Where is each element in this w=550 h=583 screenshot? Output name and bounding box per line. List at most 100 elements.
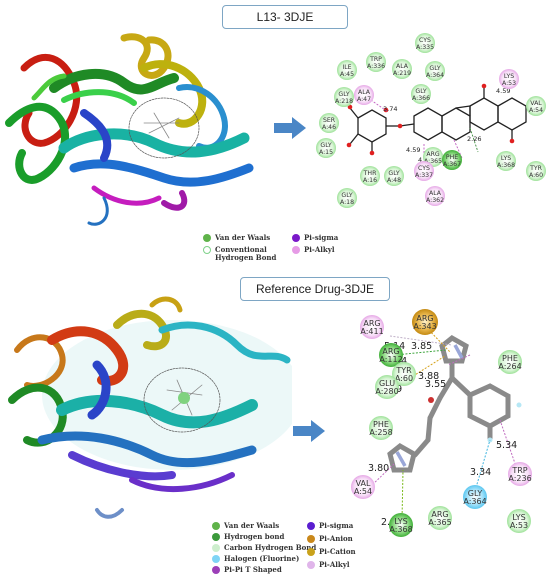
legend-item: Van der Waals [212, 522, 279, 530]
distance-label: 4.59 [406, 146, 420, 154]
distance-label: 2.49 [381, 517, 402, 528]
legend-item: Pi-Cation [307, 548, 356, 556]
svg-text:TRP: TRP [369, 56, 382, 63]
legend-item: Van der Waals [203, 234, 270, 242]
legend-item: Pi-sigma [307, 522, 353, 530]
svg-text:A:367: A:367 [443, 161, 461, 168]
distance-label: 2.54 [386, 356, 407, 367]
svg-text:LYS: LYS [504, 73, 514, 80]
top-panel-title: L13- 3DJE [222, 5, 348, 29]
top-distance-labels: 3.74 4.59 2.26 4.59 4.71 [383, 87, 510, 164]
bottom-protein-ribbon-image [8, 296, 292, 519]
svg-text:GLY: GLY [320, 142, 331, 149]
bottom-distance-labels: 5.14 3.85 2.54 3.88 3.55 3.79 5.34 3.80 … [368, 341, 517, 528]
distance-label: 3.34 [470, 467, 491, 478]
svg-text:A:60: A:60 [395, 374, 413, 383]
svg-text:A:368: A:368 [497, 162, 515, 169]
svg-text:SER: SER [323, 117, 336, 124]
svg-text:PHE: PHE [502, 354, 518, 363]
legend-item: Pi-Anion [307, 535, 353, 543]
svg-text:A:53: A:53 [510, 521, 528, 530]
distance-label: 5.14 [384, 341, 405, 352]
svg-text:GLY: GLY [341, 192, 352, 199]
svg-text:A:364: A:364 [426, 72, 444, 79]
svg-text:A:411: A:411 [360, 327, 383, 336]
legend-swatch [307, 548, 315, 556]
svg-text:A:336: A:336 [367, 63, 385, 70]
svg-text:A:54: A:54 [354, 487, 372, 496]
svg-text:GLY: GLY [468, 489, 483, 498]
legend-swatch [292, 246, 300, 254]
svg-text:GLY: GLY [338, 91, 349, 98]
svg-text:ARG: ARG [382, 347, 399, 356]
svg-text:A:368: A:368 [389, 525, 412, 534]
svg-text:A:46: A:46 [322, 124, 336, 131]
svg-text:GLY: GLY [388, 170, 399, 177]
top-arrow-icon [274, 117, 306, 139]
legend-swatch [212, 544, 220, 552]
svg-text:A:45: A:45 [340, 71, 354, 78]
legend-swatch [212, 522, 220, 530]
svg-text:A:343: A:343 [413, 322, 436, 331]
svg-text:VAL: VAL [356, 479, 371, 488]
legend-swatch [307, 561, 315, 569]
svg-text:PHE: PHE [373, 420, 389, 429]
distance-label: 3.74 [383, 105, 397, 113]
svg-text:A:280: A:280 [375, 387, 398, 396]
svg-text:A:335: A:335 [416, 44, 434, 51]
svg-text:A:364: A:364 [463, 497, 486, 506]
svg-text:A:54: A:54 [529, 107, 543, 114]
legend-swatch [307, 535, 315, 543]
svg-text:ARG: ARG [426, 151, 440, 158]
legend-item: Conventional Hydrogen Bond [203, 246, 305, 262]
svg-text:PHE: PHE [446, 154, 458, 161]
legend-swatch [292, 234, 300, 242]
svg-text:ARG: ARG [431, 510, 448, 519]
svg-text:TYR: TYR [395, 366, 412, 375]
svg-text:A:48: A:48 [387, 177, 401, 184]
distance-label: 3.79 [381, 384, 402, 395]
legend-item: Hydrogen bond [212, 533, 284, 541]
legend-item: Pi-Pi T Shaped [212, 566, 282, 574]
svg-text:A:16: A:16 [363, 177, 377, 184]
top-protein-ribbon-image [5, 33, 254, 226]
svg-text:ILE: ILE [342, 64, 351, 71]
svg-text:GLU: GLU [379, 379, 395, 388]
distance-label: 3.88 [418, 371, 439, 382]
distance-label: 3.55 [425, 379, 446, 390]
svg-text:CYS: CYS [419, 37, 431, 44]
top-ligand-structure [349, 86, 527, 152]
svg-text:A:18: A:18 [340, 199, 354, 206]
distance-label: 2.26 [467, 135, 481, 143]
svg-text:CYS: CYS [418, 165, 430, 172]
svg-text:ALA: ALA [396, 63, 409, 70]
legend-swatch [307, 522, 315, 530]
bottom-arrow-icon [293, 420, 325, 442]
svg-text:A:264: A:264 [498, 362, 521, 371]
svg-text:A:219: A:219 [393, 70, 411, 77]
svg-text:LYS: LYS [394, 517, 407, 526]
bottom-panel-title: Reference Drug-3DJE [240, 277, 390, 301]
